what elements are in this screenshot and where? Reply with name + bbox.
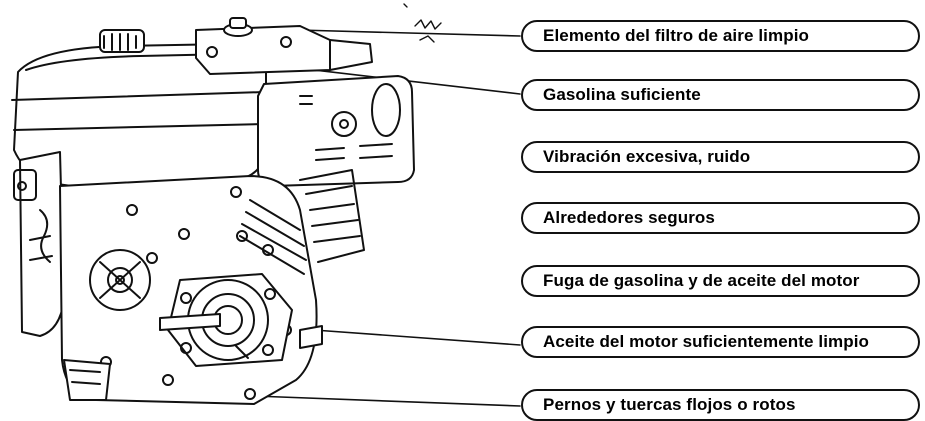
callout-surroundings: Alrededores seguros	[521, 202, 920, 234]
fuel-tank	[11, 29, 267, 187]
callout-vibration: Vibración excesiva, ruido	[521, 141, 920, 173]
callout-leaks: Fuga de gasolina y de aceite del motor	[521, 265, 920, 297]
muffler	[257, 75, 415, 187]
callout-fuel: Gasolina suficiente	[521, 79, 920, 111]
air-cleaner	[195, 17, 373, 75]
leader-air-filter	[297, 29, 521, 37]
leader-bolts	[253, 395, 521, 407]
callout-surroundings-label: Alrededores seguros	[543, 208, 715, 227]
leader-oil	[313, 329, 521, 346]
recoil-starter	[13, 151, 65, 337]
callout-leaks-label: Fuga de gasolina y de aceite del motor	[543, 271, 860, 290]
callout-bolts: Pernos y tuercas flojos o rotos	[521, 389, 920, 421]
callout-oil-label: Aceite del motor suficientemente limpio	[543, 332, 870, 351]
engine-base	[63, 325, 323, 401]
callout-oil: Aceite del motor suficientemente limpio	[521, 326, 920, 358]
callout-fuel-label: Gasolina suficiente	[543, 85, 701, 104]
scribble-mark	[403, 3, 442, 43]
callout-air-filter-label: Elemento del filtro de aire limpio	[543, 26, 810, 45]
callout-air-filter: Elemento del filtro de aire limpio	[521, 20, 920, 52]
callout-bolts-label: Pernos y tuercas flojos o rotos	[543, 395, 796, 414]
callout-vibration-label: Vibración excesiva, ruido	[543, 147, 751, 166]
output-shaft	[159, 273, 293, 367]
